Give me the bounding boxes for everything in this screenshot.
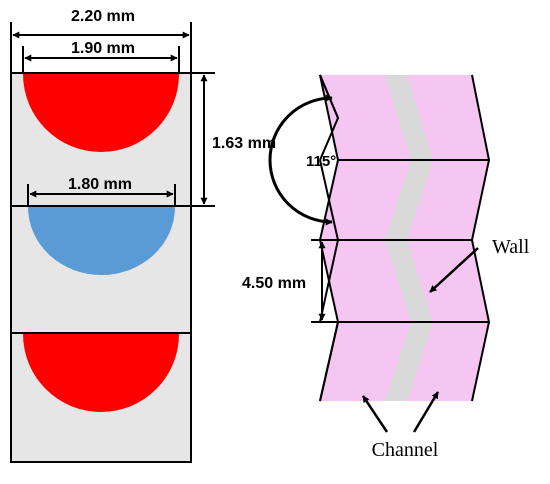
segment-label: 4.50 mm <box>242 275 306 292</box>
pitch-label: 1.63 mm <box>212 135 276 152</box>
outer-width-label: 2.20 mm <box>71 8 135 25</box>
channel-pointer-right <box>412 391 440 433</box>
wall-label: Wall <box>492 236 530 258</box>
angle-label: 115° <box>306 153 336 170</box>
left-figure: 2.20 mm 1.90 mm 1.80 mm 1.63 mm <box>10 8 276 463</box>
blue-half-circle <box>28 207 175 276</box>
red-diameter-label: 1.90 mm <box>71 40 135 57</box>
right-figure: 115° 4.50 mm Wall Channel <box>242 74 530 461</box>
wall-strip <box>385 75 433 401</box>
red-half-circle-bottom <box>23 334 179 412</box>
blue-diameter-label: 1.80 mm <box>68 176 132 193</box>
angle-arc <box>268 94 333 226</box>
channel-label: Channel <box>372 439 439 461</box>
channel-pointer-left <box>361 395 389 433</box>
red-half-circle-top <box>23 74 179 152</box>
wall-pointer <box>429 247 479 293</box>
